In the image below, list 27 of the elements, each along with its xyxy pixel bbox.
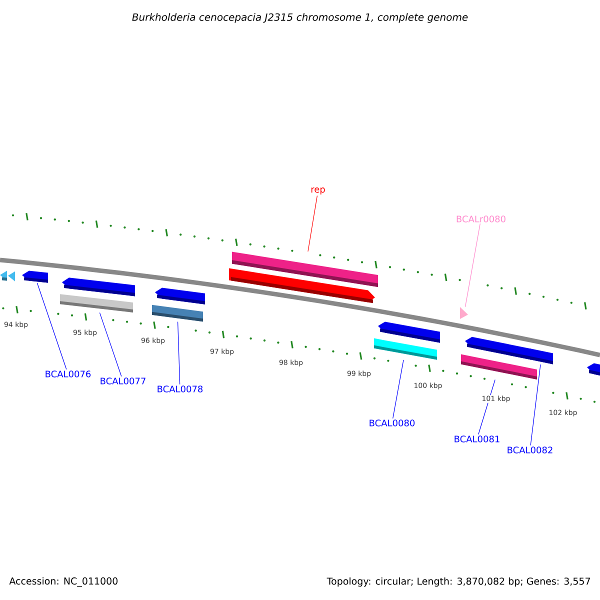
leader-line [464,223,480,308]
gene-bar [374,338,437,360]
gene-block [22,270,48,283]
title: Burkholderia cenocepacia J2315 chromosome 1, complete genome [132,13,468,23]
gene-bar [232,252,378,287]
gene-label: BCAL0081 [454,436,500,442]
gene-label: BCAL0078 [158,386,203,392]
leader-line [99,312,122,377]
gene-label: BCAL0077 [100,378,146,384]
gene-bar [530,348,553,364]
accession-text: Accession: NC_011000 [9,577,118,587]
gene-bar [461,354,537,380]
leader-line [530,364,541,446]
gene-bar [152,304,203,322]
gene-bar [60,294,133,312]
leader-line [308,195,318,252]
leader-line [392,360,404,419]
leader-line [36,282,67,370]
gene-label: BCAL0080 [370,420,415,426]
genome-info-text: Topology: circular; Length: 3,870,082 bp; Genes: 3,557 [326,577,590,587]
gene-label: BCAL0082 [508,446,552,454]
gene-label: BCALr0080 [456,216,506,222]
gene-label: rep [311,188,325,194]
leader-line [177,322,180,385]
leader-line [478,379,496,435]
gene-label: BCAL0076 [46,370,91,378]
gene-marker [460,307,468,319]
